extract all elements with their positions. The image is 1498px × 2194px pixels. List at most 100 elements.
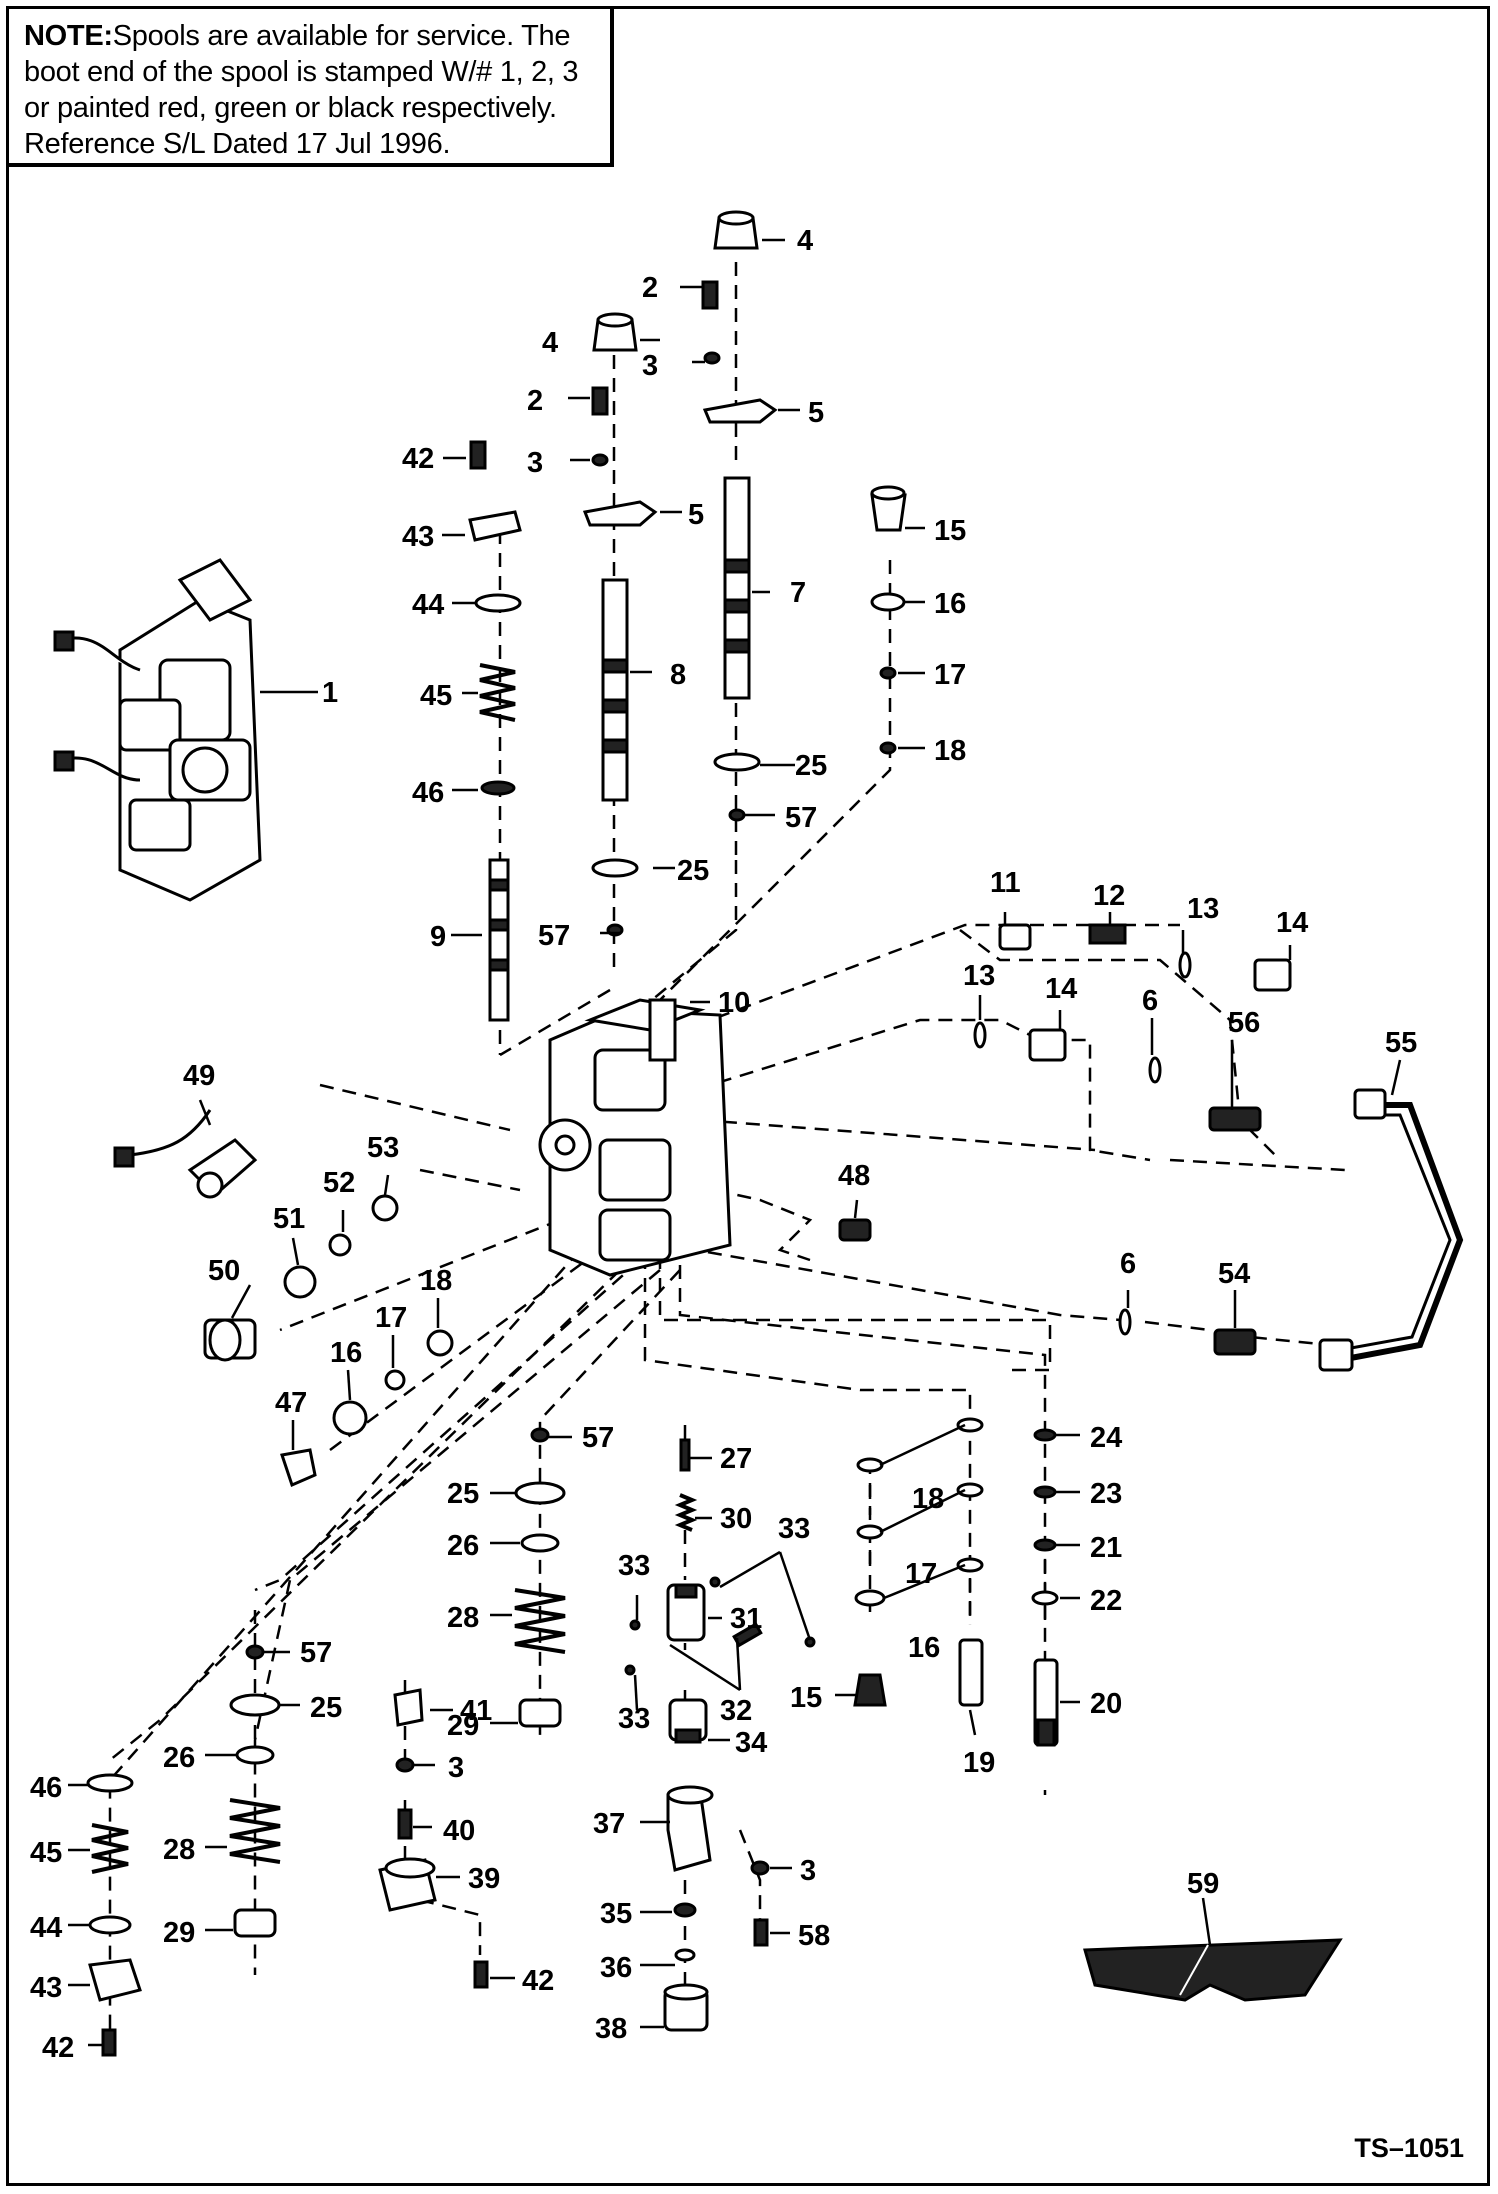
service-note: NOTE:Spools are available for service. T… bbox=[6, 6, 614, 167]
label-2: 2 bbox=[527, 385, 543, 417]
spring-stack-center bbox=[514, 1427, 566, 1728]
label-16: 16 bbox=[908, 1632, 940, 1664]
label-41: 41 bbox=[460, 1695, 492, 1727]
label-10: 10 bbox=[718, 987, 750, 1019]
label-35: 35 bbox=[600, 1898, 632, 1930]
label-29: 29 bbox=[447, 1710, 479, 1742]
label-14: 14 bbox=[1045, 973, 1077, 1005]
spring-stack-far-left bbox=[86, 1773, 142, 2057]
label-30: 30 bbox=[720, 1503, 752, 1535]
label-16: 16 bbox=[934, 588, 966, 620]
tube-assembly-55 bbox=[838, 923, 1464, 1372]
label-25: 25 bbox=[677, 855, 709, 887]
label-12: 12 bbox=[1093, 880, 1125, 912]
spool-stack-8 bbox=[582, 312, 658, 937]
label-20: 20 bbox=[1090, 1688, 1122, 1720]
label-9: 9 bbox=[430, 921, 446, 953]
label-26: 26 bbox=[447, 1530, 479, 1562]
label-36: 36 bbox=[600, 1952, 632, 1984]
label-37: 37 bbox=[593, 1808, 625, 1840]
label-24: 24 bbox=[1090, 1422, 1122, 1454]
label-48: 48 bbox=[838, 1160, 870, 1192]
part-labels: 1 2 2 3 3 4 4 5 5 7 8 42 43 44 45 46 9 1… bbox=[30, 225, 1417, 2064]
label-25: 25 bbox=[310, 1692, 342, 1724]
label-6: 6 bbox=[1142, 985, 1158, 1017]
label-17: 17 bbox=[934, 659, 966, 691]
label-13: 13 bbox=[1187, 893, 1219, 925]
label-47: 47 bbox=[275, 1387, 307, 1419]
label-25: 25 bbox=[795, 750, 827, 782]
detent-assembly bbox=[624, 1438, 816, 2032]
label-50: 50 bbox=[208, 1255, 240, 1287]
label-57: 57 bbox=[538, 920, 570, 952]
label-43: 43 bbox=[402, 521, 434, 553]
label-18: 18 bbox=[912, 1483, 944, 1515]
label-22: 22 bbox=[1090, 1585, 1122, 1617]
label-8: 8 bbox=[670, 659, 686, 691]
label-15: 15 bbox=[790, 1682, 822, 1714]
label-4: 4 bbox=[542, 327, 558, 359]
label-59: 59 bbox=[1187, 1868, 1219, 1900]
label-54: 54 bbox=[1218, 1258, 1250, 1290]
label-3: 3 bbox=[448, 1752, 464, 1784]
label-53: 53 bbox=[367, 1132, 399, 1164]
elbow-fitting-49 bbox=[113, 1109, 258, 1199]
valve-section-body bbox=[538, 998, 732, 1277]
label-1: 1 bbox=[322, 677, 338, 709]
label-57: 57 bbox=[582, 1422, 614, 1454]
note-line-1: NOTE:Spools are available for service. T… bbox=[24, 18, 598, 54]
label-15: 15 bbox=[934, 515, 966, 547]
label-3: 3 bbox=[800, 1855, 816, 1887]
label-43: 43 bbox=[30, 1972, 62, 2004]
label-39: 39 bbox=[468, 1863, 500, 1895]
cap-assembly-39 bbox=[378, 1688, 489, 1989]
label-4: 4 bbox=[797, 225, 813, 257]
label-40: 40 bbox=[443, 1815, 475, 1847]
drawing-code: TS–1051 bbox=[1354, 2133, 1464, 2163]
label-32: 32 bbox=[720, 1695, 752, 1727]
seal-kit-59 bbox=[1083, 1938, 1343, 2002]
label-52: 52 bbox=[323, 1167, 355, 1199]
label-45: 45 bbox=[420, 680, 452, 712]
label-18: 18 bbox=[420, 1265, 452, 1297]
label-28: 28 bbox=[447, 1602, 479, 1634]
label-55: 55 bbox=[1385, 1027, 1417, 1059]
label-13: 13 bbox=[963, 960, 995, 992]
relief-valve-stacks bbox=[853, 1417, 1059, 1747]
note-text-1: Spools are available for service. The bbox=[112, 20, 571, 52]
label-5: 5 bbox=[808, 397, 824, 429]
label-46: 46 bbox=[30, 1772, 62, 1804]
label-34: 34 bbox=[735, 1727, 767, 1759]
label-21: 21 bbox=[1090, 1532, 1122, 1564]
label-27: 27 bbox=[720, 1443, 752, 1475]
leader-lines bbox=[68, 238, 1402, 2047]
label-49: 49 bbox=[183, 1060, 215, 1092]
label-26: 26 bbox=[163, 1742, 195, 1774]
label-58: 58 bbox=[798, 1920, 830, 1952]
note-heading: NOTE: bbox=[24, 20, 113, 52]
note-line-3: or painted red, green or black respectiv… bbox=[24, 92, 557, 124]
label-17: 17 bbox=[905, 1558, 937, 1590]
label-31: 31 bbox=[730, 1603, 762, 1635]
label-16: 16 bbox=[330, 1337, 362, 1369]
label-46: 46 bbox=[412, 777, 444, 809]
label-3: 3 bbox=[642, 350, 658, 382]
diagram-frame bbox=[6, 6, 1490, 2186]
label-57: 57 bbox=[300, 1637, 332, 1669]
note-line-2: boot end of the spool is stamped W/# 1, … bbox=[24, 56, 579, 88]
label-38: 38 bbox=[595, 2013, 627, 2045]
label-14: 14 bbox=[1276, 907, 1308, 939]
label-33: 33 bbox=[618, 1550, 650, 1582]
label-42: 42 bbox=[42, 2032, 74, 2064]
spool-stack-7 bbox=[701, 210, 778, 822]
label-18: 18 bbox=[934, 735, 966, 767]
label-17: 17 bbox=[375, 1302, 407, 1334]
label-6: 6 bbox=[1120, 1248, 1136, 1280]
label-5: 5 bbox=[688, 499, 704, 531]
label-33: 33 bbox=[778, 1513, 810, 1545]
label-44: 44 bbox=[412, 589, 444, 621]
control-valve-assembly bbox=[53, 558, 262, 902]
label-25: 25 bbox=[447, 1478, 479, 1510]
label-28: 28 bbox=[163, 1834, 195, 1866]
